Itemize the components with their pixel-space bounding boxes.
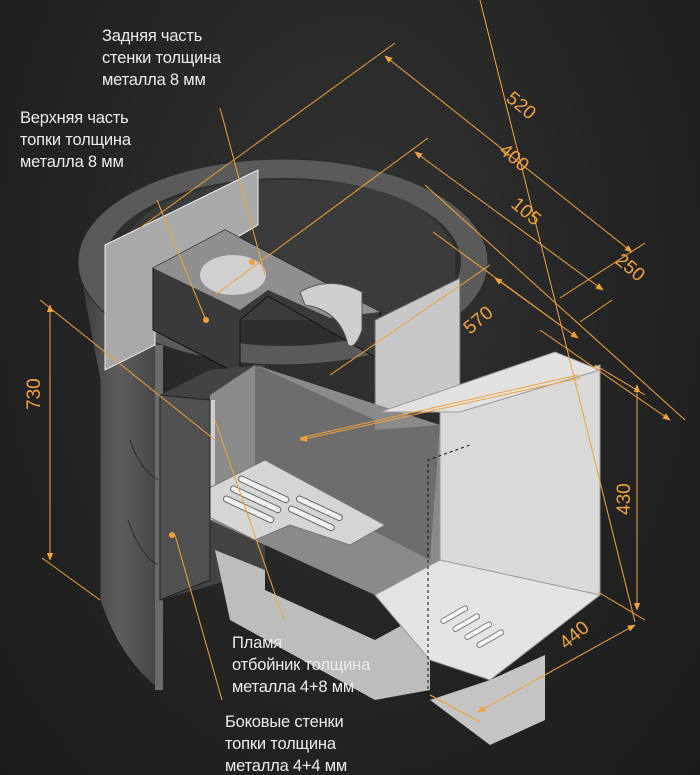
label-line: Верхняя часть: [20, 109, 129, 127]
label-line: Пламя: [232, 634, 282, 652]
dimension-105: 105: [507, 194, 545, 230]
label-flame-deflector: Пламя отбойник толщина металла 4+8 мм: [232, 632, 370, 698]
dimension-430: 430: [614, 483, 635, 515]
label-line: отбойник толщина: [232, 656, 371, 674]
label-line: Боковые стенки: [225, 713, 344, 731]
label-line: топки толщина: [225, 735, 336, 753]
label-line: топки толщина: [20, 131, 131, 149]
dimension-520: 520: [502, 88, 540, 124]
dimension-lines: [39, 0, 686, 723]
dimension-400: 400: [495, 140, 533, 176]
top-firebox: [152, 229, 461, 421]
label-side-walls: Боковые стенки топки толщина металла 4+4…: [225, 711, 347, 775]
label-line: металла 4+8 мм: [232, 678, 354, 696]
label-line: металла 8 мм: [20, 153, 124, 171]
door-panel: [374, 351, 602, 745]
label-line: металла 4+4 мм: [225, 757, 347, 775]
label-line: Задняя часть: [102, 27, 203, 45]
label-top-firebox: Верхняя часть топки толщина металла 8 мм: [20, 107, 131, 173]
label-back-wall: Задняя часть стенки толщина металла 8 мм: [102, 25, 221, 91]
label-line: стенки толщина: [102, 49, 222, 67]
dimension-250: 250: [611, 250, 649, 286]
dimension-730: 730: [24, 378, 45, 410]
leader-dots: [169, 259, 255, 538]
left-side-wall: [159, 394, 211, 601]
label-line: металла 8 мм: [102, 71, 206, 89]
